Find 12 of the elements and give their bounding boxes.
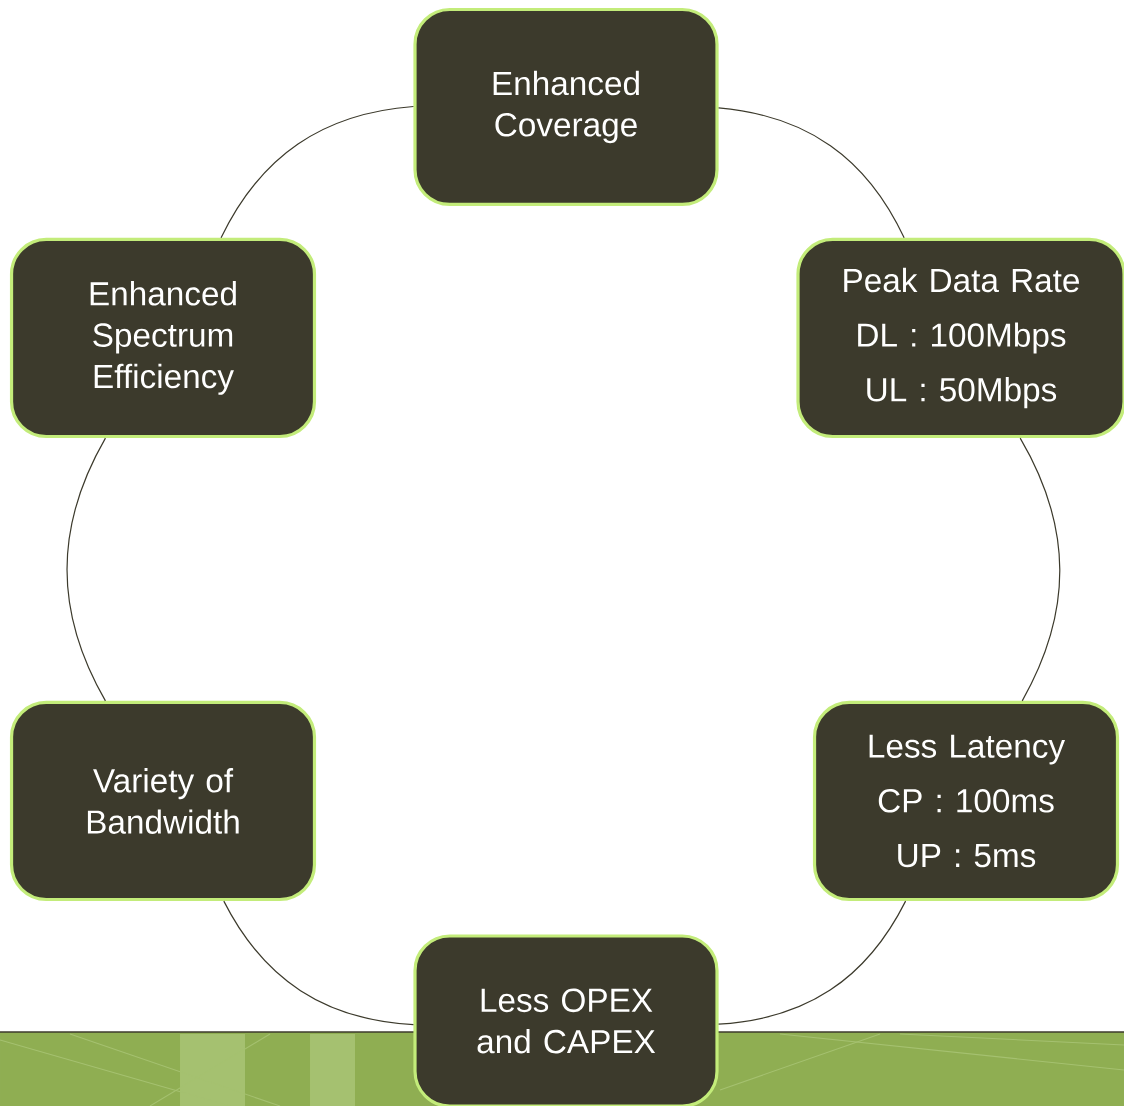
circle-arc: [718, 900, 907, 1025]
feature-box: Variety of Bandwidth: [9, 700, 317, 902]
feature-box: Enhanced Spectrum Efficiency: [9, 237, 317, 439]
circle-arc: [220, 105, 414, 239]
circle-arc: [66, 437, 107, 702]
feature-box: Less Latency CP : 100ms UP : 5ms: [812, 700, 1120, 902]
feature-box: Peak Data Rate DL : 100Mbps UL : 50Mbps: [796, 237, 1124, 439]
circle-arc: [718, 107, 905, 239]
circle-arc: [223, 900, 414, 1026]
circle-arc: [1019, 437, 1061, 702]
feature-box: Less OPEX and CAPEX: [413, 934, 719, 1106]
feature-box: Enhanced Coverage: [413, 7, 719, 207]
